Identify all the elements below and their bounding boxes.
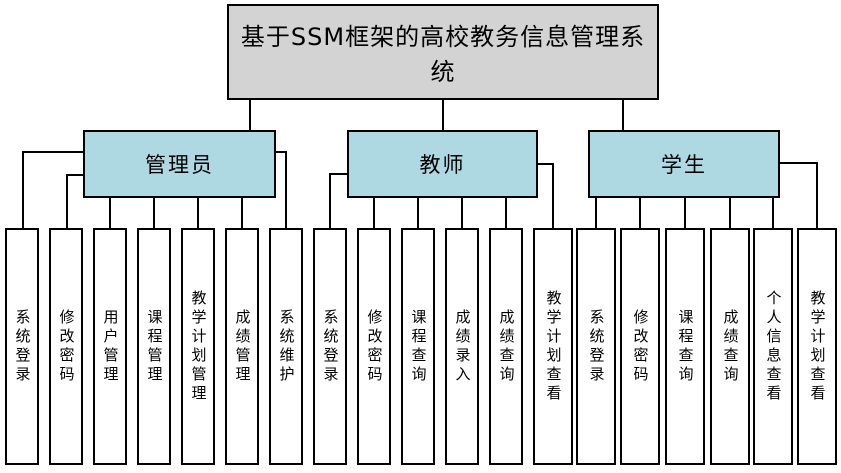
leaf-node-student-personal-info-view: 个人信息查看 xyxy=(753,228,793,465)
leaf-node-teacher-change-password: 修改密码 xyxy=(357,228,391,465)
leaf-node-admin-change-password: 修改密码 xyxy=(49,228,83,465)
leaf-node-student-course-query: 课程查询 xyxy=(665,228,705,465)
leaf-node-admin-system-maintenance: 系统维护 xyxy=(269,228,303,465)
leaf-node-student-system-login: 系统登录 xyxy=(576,228,616,465)
connector xyxy=(276,151,287,228)
leaf-node-admin-teaching-plan-mgmt: 教学计划管理 xyxy=(181,228,215,465)
leaf-node-teacher-grade-query: 成绩查询 xyxy=(489,228,523,465)
leaf-node-teacher-teaching-plan-view: 教学计划查看 xyxy=(533,228,573,465)
branch-node-teacher: 教师 xyxy=(347,130,538,198)
leaf-node-student-change-password: 修改密码 xyxy=(620,228,660,465)
connector xyxy=(22,151,83,228)
connector xyxy=(66,174,83,228)
root-node-title: 基于SSM框架的高校教务信息管理系统 xyxy=(227,4,659,100)
connector xyxy=(538,163,554,228)
leaf-node-student-teaching-plan-view: 教学计划查看 xyxy=(797,228,837,465)
branch-node-student: 学生 xyxy=(588,130,780,198)
leaf-node-teacher-course-query: 课程查询 xyxy=(401,228,435,465)
leaf-node-admin-grade-mgmt: 成绩管理 xyxy=(225,228,259,465)
leaf-node-admin-system-login: 系统登录 xyxy=(5,228,39,465)
leaf-node-teacher-system-login: 系统登录 xyxy=(313,228,347,465)
leaf-node-student-grade-query: 成绩查询 xyxy=(710,228,750,465)
leaf-node-admin-course-mgmt: 课程管理 xyxy=(137,228,171,465)
connector xyxy=(329,173,347,228)
branch-node-admin: 管理员 xyxy=(83,130,276,198)
connector xyxy=(780,162,818,228)
leaf-node-teacher-grade-entry: 成绩录入 xyxy=(445,228,479,465)
leaf-node-admin-user-mgmt: 用户管理 xyxy=(93,228,127,465)
